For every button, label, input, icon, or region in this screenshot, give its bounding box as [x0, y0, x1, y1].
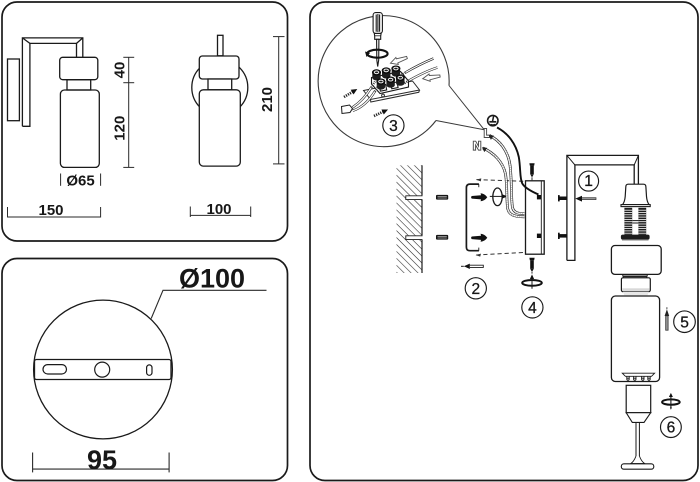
svg-text:95: 95 — [87, 445, 117, 475]
svg-text:120: 120 — [111, 116, 128, 141]
svg-text:Ø65: Ø65 — [66, 172, 94, 189]
svg-text:3: 3 — [389, 118, 398, 135]
svg-text:1: 1 — [584, 173, 593, 190]
svg-text:150: 150 — [38, 202, 63, 219]
svg-text:6: 6 — [667, 420, 676, 437]
svg-text:Ø100: Ø100 — [179, 264, 245, 294]
svg-text:2: 2 — [471, 281, 480, 298]
svg-text:5: 5 — [680, 314, 689, 331]
svg-text:4: 4 — [528, 300, 537, 317]
svg-text:210: 210 — [259, 87, 276, 112]
svg-text:100: 100 — [206, 201, 231, 218]
svg-text:40: 40 — [111, 62, 128, 79]
